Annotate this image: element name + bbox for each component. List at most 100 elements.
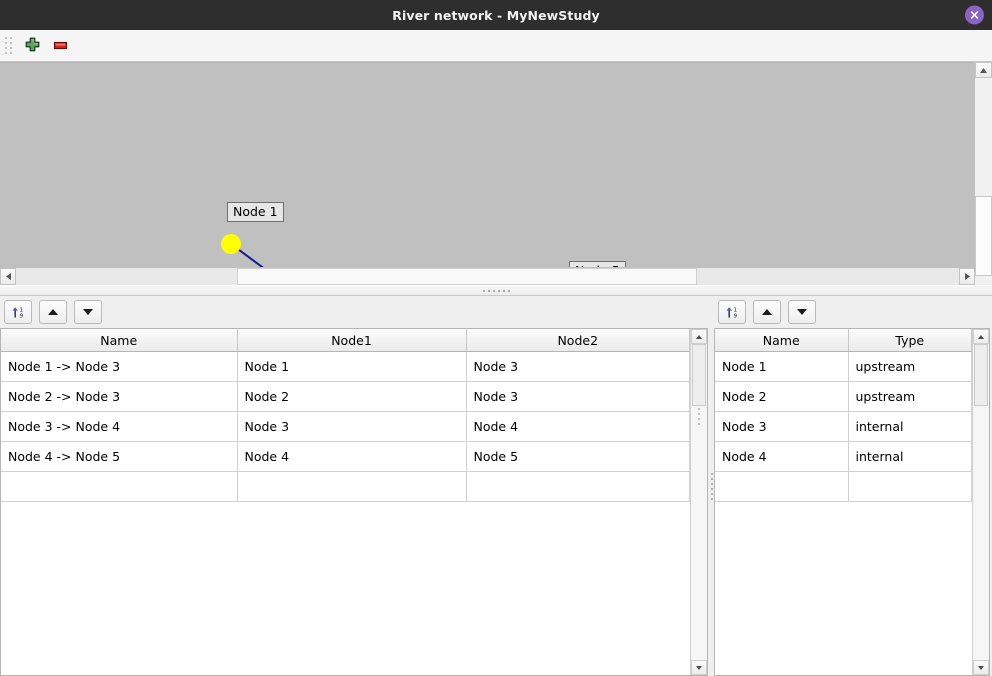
reaches-scroll-up-icon[interactable]	[691, 329, 707, 344]
cell-name[interactable]: Node 3 -> Node 4	[1, 411, 238, 442]
reaches-vertical-scrollbar[interactable]	[690, 329, 707, 675]
scroll-up-arrow-icon[interactable]	[975, 62, 992, 78]
reaches-table-row-empty[interactable]	[1, 471, 690, 502]
cell-node2[interactable]	[466, 471, 690, 502]
column-header-name[interactable]: Name	[715, 329, 849, 352]
delete-rectangle-icon[interactable]	[46, 32, 74, 60]
cell-node1[interactable]: Node 1	[237, 351, 467, 382]
canvas-vertical-scrollbar[interactable]	[974, 62, 992, 276]
canvas-vscroll-track[interactable]	[975, 78, 992, 276]
cell-node2[interactable]: Node 5	[466, 441, 690, 472]
sort-ascending-icon[interactable]: 1 9	[718, 300, 746, 324]
graph-node-node-1[interactable]	[221, 234, 241, 254]
main-toolbar	[0, 30, 992, 62]
toolbar-drag-handle[interactable]	[4, 35, 12, 57]
cell-name[interactable]: Node 4	[715, 441, 849, 472]
cell-type[interactable]: internal	[848, 411, 972, 442]
column-header-name[interactable]: Name	[1, 329, 238, 352]
column-header-node1[interactable]: Node1	[237, 329, 467, 352]
move-down-icon[interactable]	[788, 300, 816, 324]
cell-node2[interactable]: Node 3	[466, 381, 690, 412]
vertical-splitter[interactable]	[710, 296, 714, 676]
move-up-icon[interactable]	[753, 300, 781, 324]
cell-node1[interactable]: Node 4	[237, 441, 467, 472]
canvas-horizontal-scrollbar[interactable]	[0, 267, 992, 285]
cell-type[interactable]: upstream	[848, 381, 972, 412]
cell-name[interactable]: Node 3	[715, 411, 849, 442]
nodes-scroll-down-icon[interactable]	[973, 660, 989, 675]
window-title: River network - MyNewStudy	[392, 7, 600, 23]
cell-name[interactable]: Node 2 -> Node 3	[1, 381, 238, 412]
reaches-vscroll-thumb[interactable]	[692, 344, 706, 406]
cell-name[interactable]: Node 4 -> Node 5	[1, 441, 238, 472]
cell-node1[interactable]	[237, 471, 467, 502]
splitter-grip	[482, 289, 510, 292]
cell-type[interactable]: upstream	[848, 351, 972, 382]
cell-node2[interactable]: Node 3	[466, 351, 690, 382]
nodes-toolbar: 1 9	[714, 296, 992, 328]
cell-node1[interactable]: Node 3	[237, 411, 467, 442]
cell-name[interactable]: Node 2	[715, 381, 849, 412]
canvas-hscroll-track[interactable]	[16, 268, 959, 285]
cell-name[interactable]: Node 1	[715, 351, 849, 382]
scroll-right-arrow-icon[interactable]	[959, 268, 975, 285]
vertical-splitter-grip	[711, 472, 713, 500]
cell-name[interactable]	[1, 471, 238, 502]
cell-name[interactable]	[715, 471, 849, 502]
reaches-scroll-down-icon[interactable]	[691, 660, 707, 675]
nodes-vertical-scrollbar[interactable]	[972, 329, 989, 675]
svg-text:1: 1	[733, 307, 736, 313]
nodes-scroll-up-icon[interactable]	[973, 329, 989, 344]
reaches-vscroll-track[interactable]	[691, 344, 707, 660]
nodes-table-row-empty[interactable]	[715, 471, 972, 502]
nodes-vscroll-thumb[interactable]	[974, 344, 988, 406]
sort-ascending-icon[interactable]: 1 9	[4, 300, 32, 324]
svg-text:9: 9	[733, 313, 737, 319]
close-icon[interactable]	[965, 5, 984, 25]
graph-node-label-node-1[interactable]: Node 1	[227, 202, 284, 222]
title-bar: River network - MyNewStudy	[0, 0, 992, 30]
cell-node1[interactable]: Node 2	[237, 381, 467, 412]
cell-type[interactable]	[848, 471, 972, 502]
move-up-icon[interactable]	[39, 300, 67, 324]
reaches-vscroll-grip	[691, 408, 707, 425]
cell-node2[interactable]: Node 4	[466, 411, 690, 442]
svg-text:9: 9	[19, 313, 23, 319]
column-header-type[interactable]: Type	[848, 329, 972, 352]
graph-edge[interactable]	[237, 248, 330, 267]
reaches-toolbar: 1 9	[0, 296, 710, 328]
graph-node-label-node-5[interactable]: Node 5	[569, 261, 626, 267]
add-plus-icon[interactable]	[18, 32, 46, 60]
canvas-hscroll-thumb[interactable]	[237, 268, 697, 285]
canvas-vscroll-thumb[interactable]	[975, 196, 992, 276]
scroll-left-arrow-icon[interactable]	[0, 268, 16, 285]
nodes-vscroll-track[interactable]	[973, 344, 989, 660]
column-header-node2[interactable]: Node2	[466, 329, 690, 352]
cell-name[interactable]: Node 1 -> Node 3	[1, 351, 238, 382]
horizontal-splitter[interactable]	[0, 285, 992, 296]
move-down-icon[interactable]	[74, 300, 102, 324]
cell-type[interactable]: internal	[848, 441, 972, 472]
